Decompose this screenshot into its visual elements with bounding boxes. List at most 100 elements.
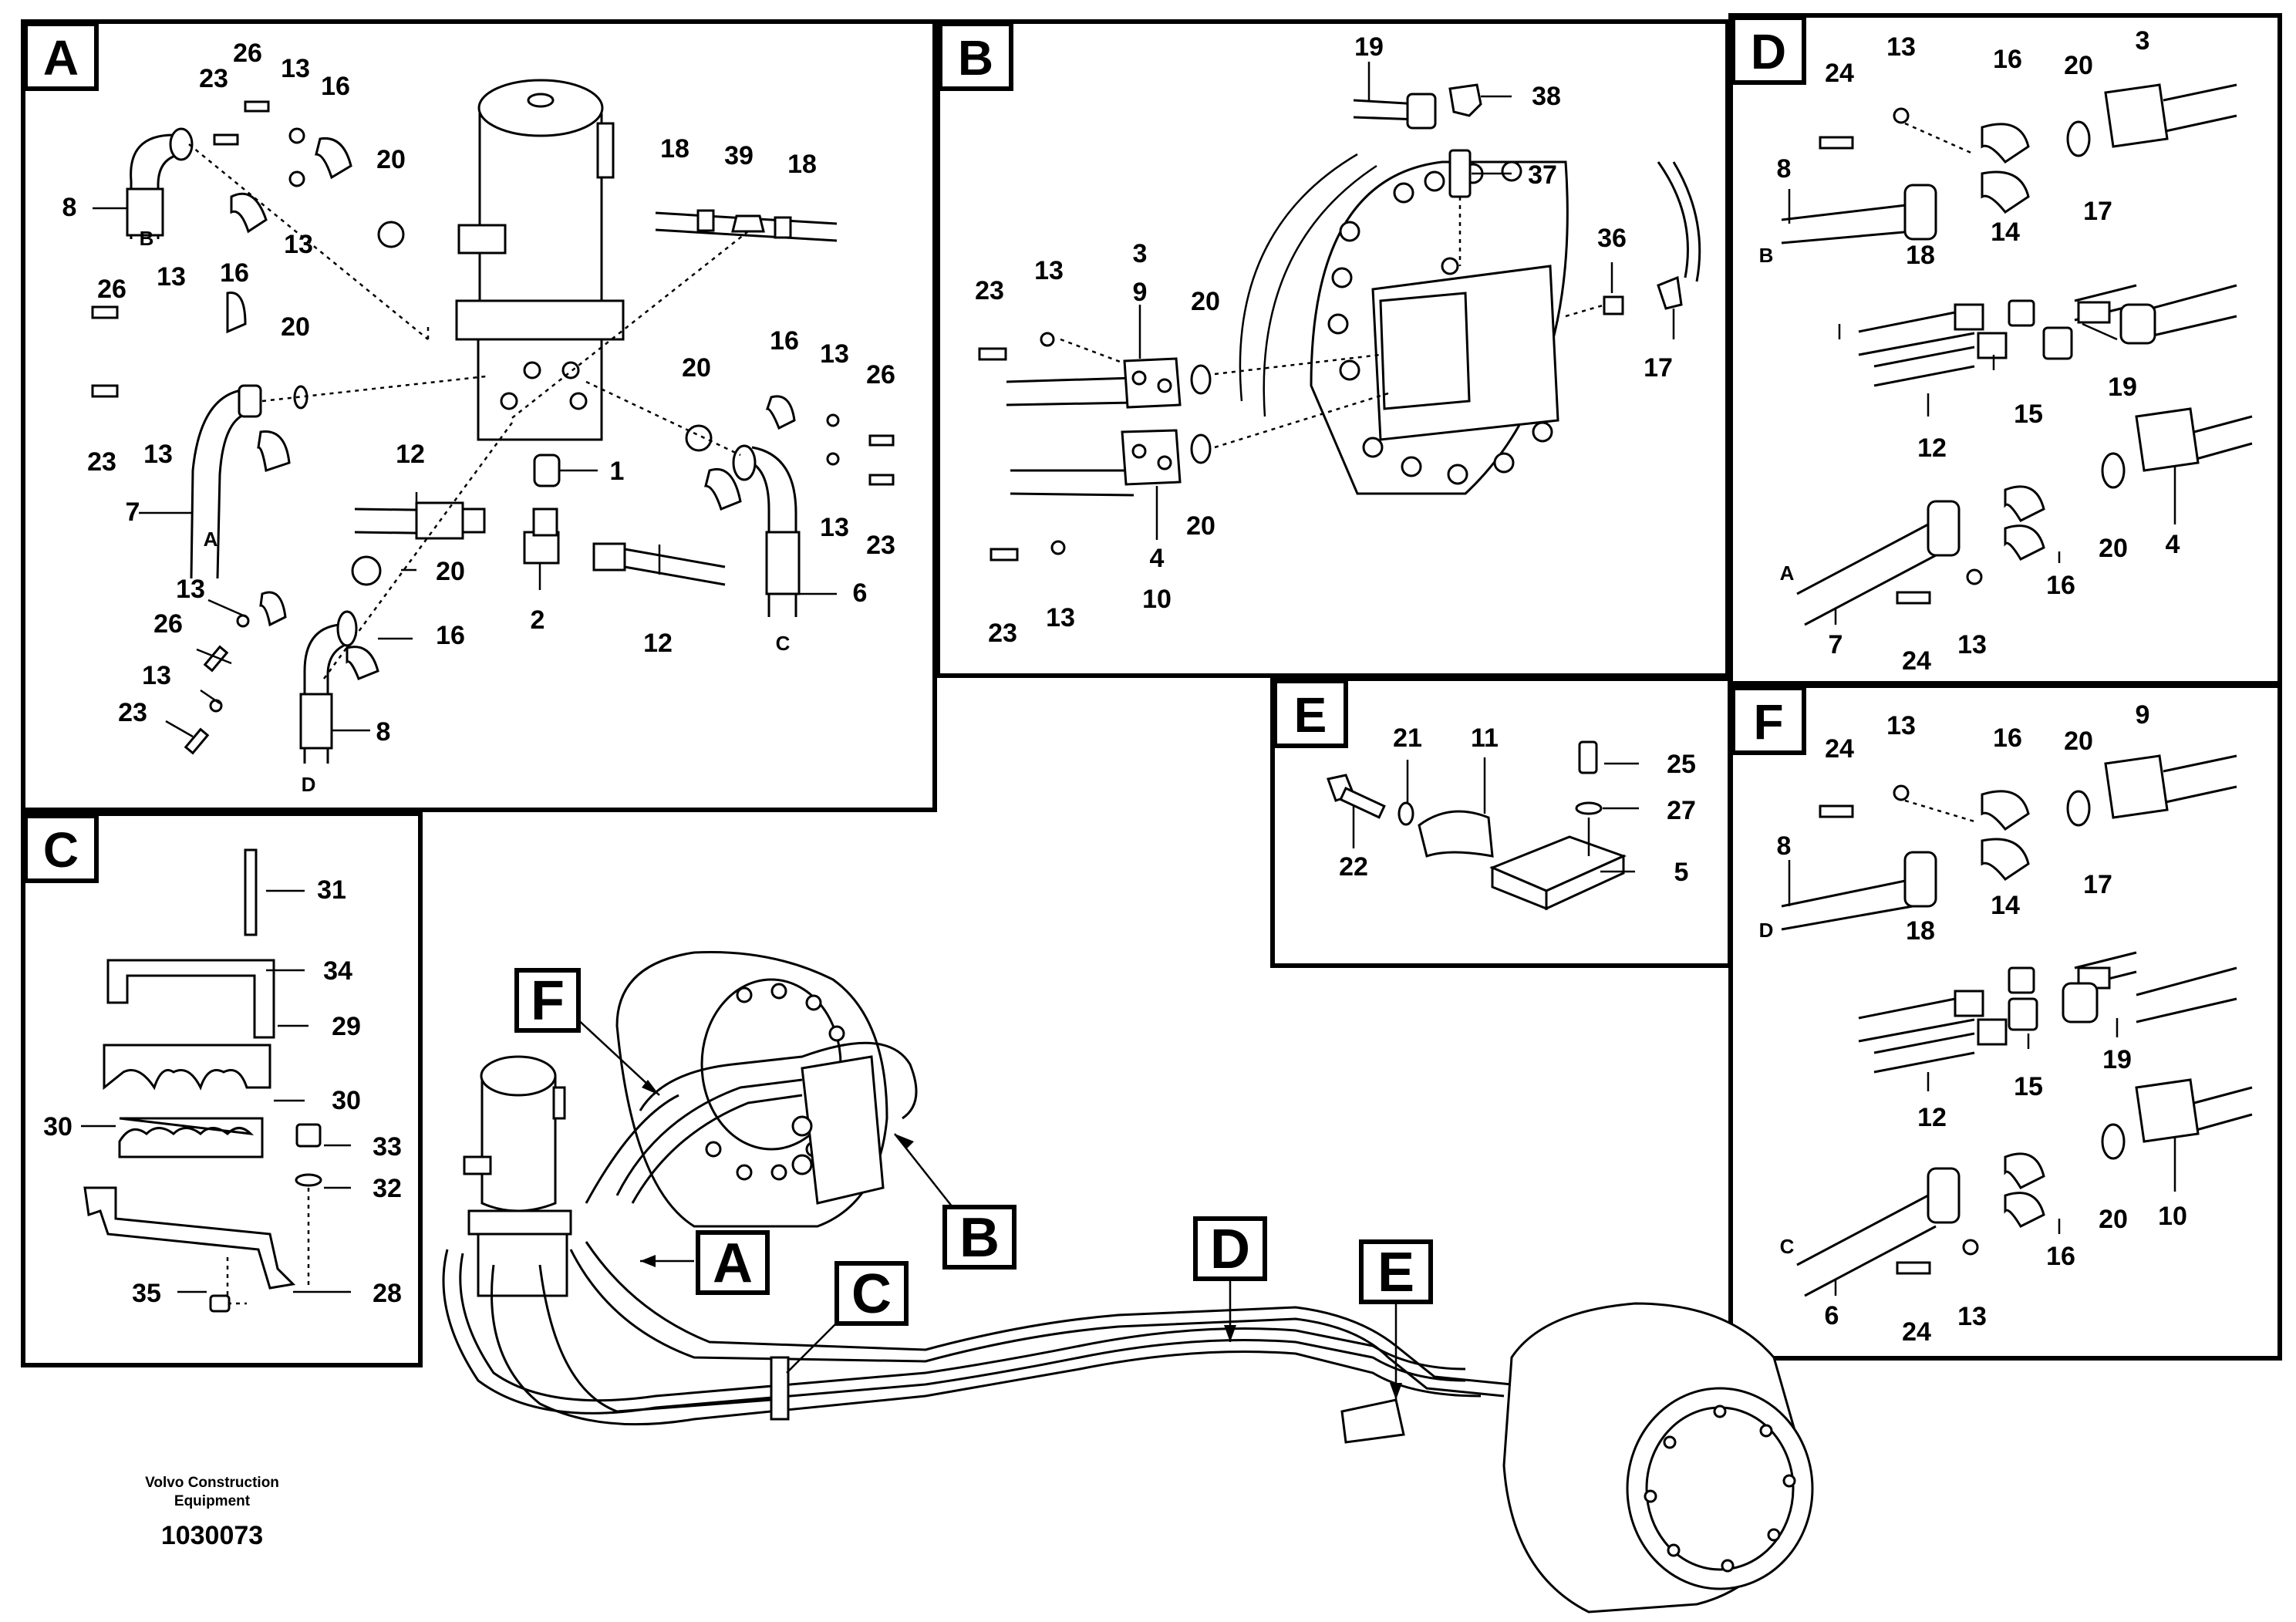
label-d-17: 17 bbox=[2083, 197, 2112, 226]
label-a-16: 16 bbox=[321, 72, 350, 101]
label-c-32: 32 bbox=[373, 1174, 402, 1203]
swing-motor bbox=[455, 79, 625, 441]
label-d-13: 13 bbox=[1886, 32, 1916, 62]
label-c-28: 28 bbox=[373, 1279, 402, 1308]
label-c-30: 30 bbox=[332, 1086, 361, 1115]
label-a-1: 1 bbox=[610, 457, 625, 486]
section-d-letter: D bbox=[1751, 24, 1786, 79]
panel-a: A bbox=[21, 19, 937, 812]
label-f-14: 14 bbox=[1991, 891, 2020, 920]
callout-f: F bbox=[531, 970, 565, 1032]
label-b-3: 3 bbox=[1133, 239, 1148, 268]
label-f-9: 9 bbox=[2136, 700, 2150, 730]
footer-company-line2: Equipment bbox=[174, 1493, 251, 1509]
section-e-letter: E bbox=[1294, 687, 1327, 743]
footer-company: Volvo Construction bbox=[145, 1475, 279, 1491]
label-e-27: 27 bbox=[1667, 796, 1696, 825]
label-f-24: 24 bbox=[1825, 734, 1854, 764]
label-b-4: 4 bbox=[1150, 544, 1165, 573]
hose-end-a-b: B bbox=[140, 227, 154, 250]
label-b-23b: 23 bbox=[988, 619, 1017, 648]
label-c-31: 31 bbox=[317, 875, 346, 905]
hose-end-a-c: C bbox=[776, 632, 791, 655]
label-a-23c: 23 bbox=[866, 531, 895, 560]
callout-a: A bbox=[713, 1233, 753, 1294]
label-d-19: 19 bbox=[2108, 373, 2137, 402]
section-f-letter: F bbox=[1753, 694, 1783, 750]
label-f-13b: 13 bbox=[1957, 1302, 1987, 1331]
label-f-19: 19 bbox=[2102, 1045, 2132, 1074]
label-b-23: 23 bbox=[975, 276, 1004, 305]
label-b-20: 20 bbox=[1191, 287, 1220, 316]
label-a-13c: 13 bbox=[157, 262, 186, 292]
panel-d: D bbox=[1728, 13, 2282, 686]
label-f-10: 10 bbox=[2158, 1202, 2187, 1231]
label-d-15: 15 bbox=[2014, 400, 2043, 429]
label-a-13b: 13 bbox=[284, 230, 313, 259]
label-d-24b: 24 bbox=[1902, 646, 1931, 676]
hose-end-f-d: D bbox=[1759, 919, 1774, 942]
label-e-22: 22 bbox=[1339, 852, 1368, 882]
label-f-20b: 20 bbox=[2099, 1205, 2128, 1234]
label-a-12: 12 bbox=[396, 440, 425, 469]
label-b-20b: 20 bbox=[1186, 511, 1215, 541]
label-a-20b: 20 bbox=[281, 312, 310, 342]
label-a-26b: 26 bbox=[97, 275, 126, 304]
label-d-20b: 20 bbox=[2099, 534, 2128, 563]
callout-e: E bbox=[1377, 1242, 1414, 1303]
label-f-18: 18 bbox=[1906, 916, 1935, 946]
section-b-letter: B bbox=[958, 30, 993, 86]
label-d-16: 16 bbox=[1993, 45, 2022, 74]
label-b-38: 38 bbox=[1532, 82, 1561, 111]
label-a-12b: 12 bbox=[643, 629, 673, 658]
label-d-3: 3 bbox=[2136, 26, 2150, 56]
label-a-8b: 8 bbox=[376, 717, 391, 747]
label-a-23: 23 bbox=[199, 64, 228, 93]
label-f-15: 15 bbox=[2014, 1072, 2043, 1101]
label-e-21: 21 bbox=[1393, 723, 1422, 753]
section-a-letter: A bbox=[43, 30, 79, 86]
label-a-16b: 16 bbox=[220, 258, 249, 288]
label-f-17: 17 bbox=[2083, 870, 2112, 899]
panel-c: C 31 34 29 30 30 33 32 35 28 bbox=[21, 811, 423, 1367]
label-a-26: 26 bbox=[233, 39, 262, 68]
label-b-36: 36 bbox=[1597, 224, 1627, 253]
label-f-12: 12 bbox=[1917, 1103, 1947, 1132]
label-d-7: 7 bbox=[1829, 630, 1843, 659]
hose-end-a-a: A bbox=[204, 528, 218, 551]
label-d-18: 18 bbox=[1906, 241, 1935, 270]
label-f-24b: 24 bbox=[1902, 1317, 1931, 1347]
callout-b: B bbox=[959, 1207, 1000, 1269]
label-a-18b: 18 bbox=[787, 150, 817, 179]
label-d-16b: 16 bbox=[2046, 571, 2075, 600]
label-a-26c: 26 bbox=[866, 360, 895, 389]
label-a-39: 39 bbox=[724, 141, 754, 170]
label-f-16: 16 bbox=[1993, 723, 2022, 753]
label-c-29: 29 bbox=[332, 1012, 361, 1041]
label-d-14: 14 bbox=[1991, 218, 2020, 247]
label-a-13e: 13 bbox=[820, 339, 849, 369]
label-a-13d: 13 bbox=[143, 440, 173, 469]
label-a-26d: 26 bbox=[153, 609, 183, 639]
label-a-13: 13 bbox=[281, 54, 310, 83]
drawing-number: 1030073 bbox=[160, 1521, 264, 1550]
hose-end-d-a: A bbox=[1780, 561, 1795, 585]
hose-end-d-b: B bbox=[1759, 244, 1774, 267]
label-a-18: 18 bbox=[660, 134, 689, 164]
label-b-37: 37 bbox=[1528, 160, 1557, 190]
label-a-16c: 16 bbox=[770, 326, 799, 356]
hose-end-a-d: D bbox=[302, 773, 316, 796]
label-b-10: 10 bbox=[1142, 585, 1172, 614]
label-d-4: 4 bbox=[2166, 530, 2180, 559]
label-a-16d: 16 bbox=[436, 621, 465, 650]
final-drive bbox=[1239, 153, 1569, 495]
label-a-13g: 13 bbox=[176, 575, 205, 604]
label-f-13: 13 bbox=[1886, 711, 1916, 740]
label-a-7: 7 bbox=[126, 497, 140, 527]
label-a-20d: 20 bbox=[436, 557, 465, 586]
label-e-11: 11 bbox=[1471, 723, 1499, 753]
label-b-9: 9 bbox=[1133, 278, 1148, 307]
label-e-25: 25 bbox=[1667, 750, 1696, 779]
label-c-33: 33 bbox=[373, 1132, 402, 1162]
